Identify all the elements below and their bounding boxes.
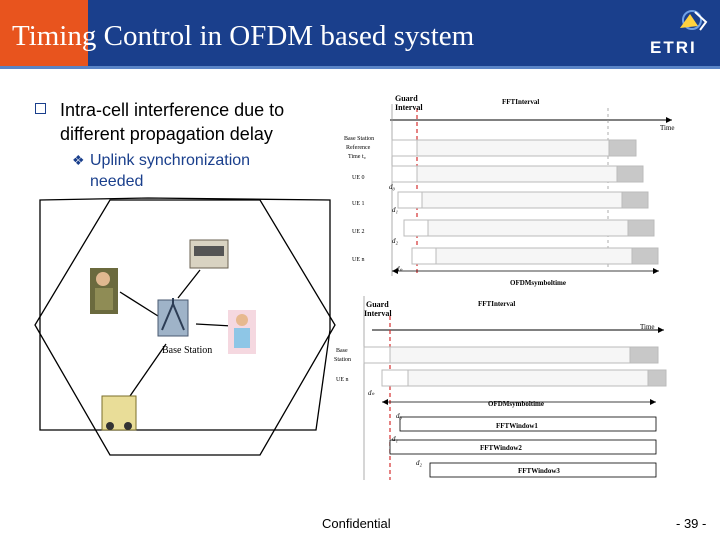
cell-hexagon-shape: [34, 199, 336, 456]
header-accent: [0, 0, 88, 66]
fft-window-1-label: FFTWindow1: [496, 422, 538, 430]
top-row0-label-3: Time t₀: [348, 154, 366, 160]
square-bullet-icon: [35, 103, 46, 114]
top-row3-label: UE 2: [352, 229, 365, 235]
phone-user-icon: [228, 310, 256, 354]
bullet-main-text: Intra-cell interference due to different…: [60, 100, 285, 144]
page-number: - 39 -: [676, 516, 707, 531]
top-delay-2: d₂: [392, 237, 399, 245]
bottom-ofdm-label: OFDMsymboltime: [488, 400, 544, 408]
top-row0-label-2: Reference: [346, 144, 371, 151]
bullet-sub: ❖ Uplink synchronization needed: [72, 150, 300, 192]
timing-diagram-bottom: Guard Interval FFTInterval Time Base Sta…: [334, 296, 667, 480]
car-user-icon: [101, 395, 137, 431]
top-row0-label-1: Base Station: [344, 136, 374, 142]
top-delay-n: dₙ: [396, 265, 403, 273]
top-ofdm-label: OFDMsymboltime: [510, 279, 566, 287]
top-row1-label: UE 0: [352, 175, 365, 181]
footer-confidential: Confidential: [322, 516, 391, 531]
bullet-main: Intra-cell interference due to different…: [35, 98, 350, 146]
train-user-icon: [189, 239, 229, 269]
top-guard-label-1: Guard: [395, 94, 418, 103]
radio-links: [119, 269, 233, 397]
bottom-fft-label: FFTInterval: [478, 300, 515, 308]
diamond-bullet-icon: ❖: [72, 152, 85, 168]
bottom-time-label: Time: [640, 323, 655, 331]
bottom-row1-label: UE n: [336, 377, 349, 383]
base-station-icon: [157, 298, 189, 337]
header-bar: [0, 0, 720, 66]
top-time-label: Time: [660, 124, 675, 132]
header-underline: [0, 66, 720, 69]
bottom-guard-label-1: Guard: [366, 300, 389, 309]
bottom-delay-2: d₂: [416, 459, 423, 467]
fft-window-3-label: FFTWindow3: [518, 467, 560, 475]
bullet-sub-text: Uplink synchronization needed: [90, 152, 251, 190]
bottom-row0-label-1: Base: [336, 348, 348, 354]
bottom-delay-n: dₙ: [368, 389, 375, 397]
top-row4-label: UE n: [352, 257, 365, 263]
top-delay-1: d₁: [392, 206, 398, 214]
etri-logo-icon: [680, 10, 708, 31]
logo-text: ETRI: [650, 38, 697, 57]
base-station-label: Base Station: [162, 345, 213, 356]
top-guard-label-2: Interval: [395, 103, 423, 112]
slide-title: Timing Control in OFDM based system: [12, 20, 475, 52]
bottom-delay-0: d₀: [396, 412, 403, 420]
bottom-delay-1: d₁: [392, 435, 398, 443]
top-fft-label: FFTInterval: [502, 98, 539, 106]
top-delay-0: d₀: [389, 183, 396, 191]
person-user-icon: [90, 268, 118, 314]
cell-hexagon: [39, 197, 331, 431]
top-row2-label: UE 1: [352, 201, 365, 207]
bottom-row0-label-2: Station: [334, 357, 351, 363]
fft-window-2-label: FFTWindow2: [480, 444, 522, 452]
timing-diagram-top: Guard Interval FFTInterval Time Base Sta…: [344, 94, 675, 287]
bottom-guard-label-2: Interval: [364, 309, 392, 318]
